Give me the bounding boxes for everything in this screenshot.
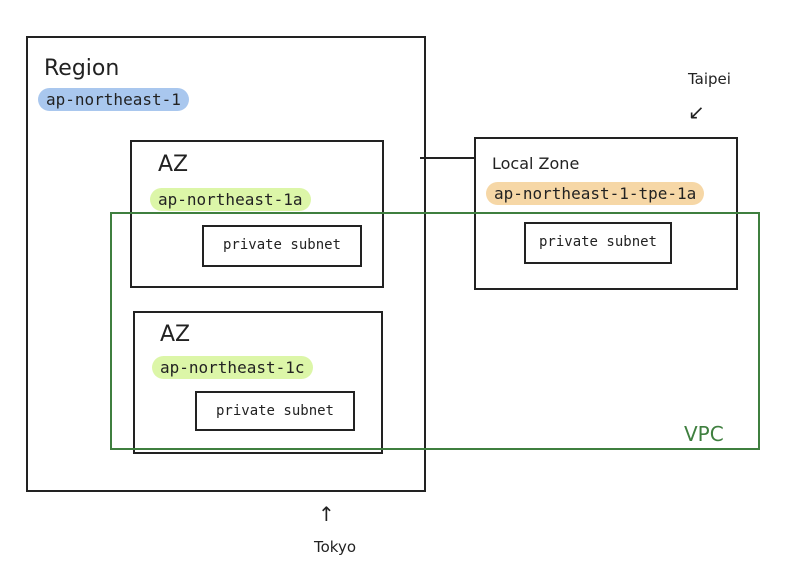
- local-zone-title: Local Zone: [492, 154, 580, 173]
- region-box: [26, 36, 426, 492]
- region-title: Region: [44, 56, 120, 81]
- taipei-label: Taipei: [688, 70, 731, 88]
- vpc-box: [110, 212, 760, 450]
- local-zone-private-subnet: private subnet: [524, 222, 672, 264]
- az-1c-box: [133, 311, 383, 454]
- taipei-arrow-icon: ↙: [688, 100, 705, 124]
- az-1c-code: ap-northeast-1c: [152, 356, 313, 379]
- az-1c-title: AZ: [160, 322, 191, 347]
- az-1a-code: ap-northeast-1a: [150, 188, 311, 211]
- az-1a-title: AZ: [158, 152, 189, 177]
- az-1c-private-subnet: private subnet: [195, 391, 355, 431]
- vpc-label: VPC: [684, 422, 724, 446]
- tokyo-label: Tokyo: [314, 538, 356, 556]
- tokyo-arrow-icon: ↑: [318, 502, 335, 526]
- local-zone-code: ap-northeast-1-tpe-1a: [486, 182, 705, 205]
- az-1a-private-subnet: private subnet: [202, 225, 362, 267]
- az-1a-box: [130, 140, 384, 288]
- region-code: ap-northeast-1: [38, 88, 189, 111]
